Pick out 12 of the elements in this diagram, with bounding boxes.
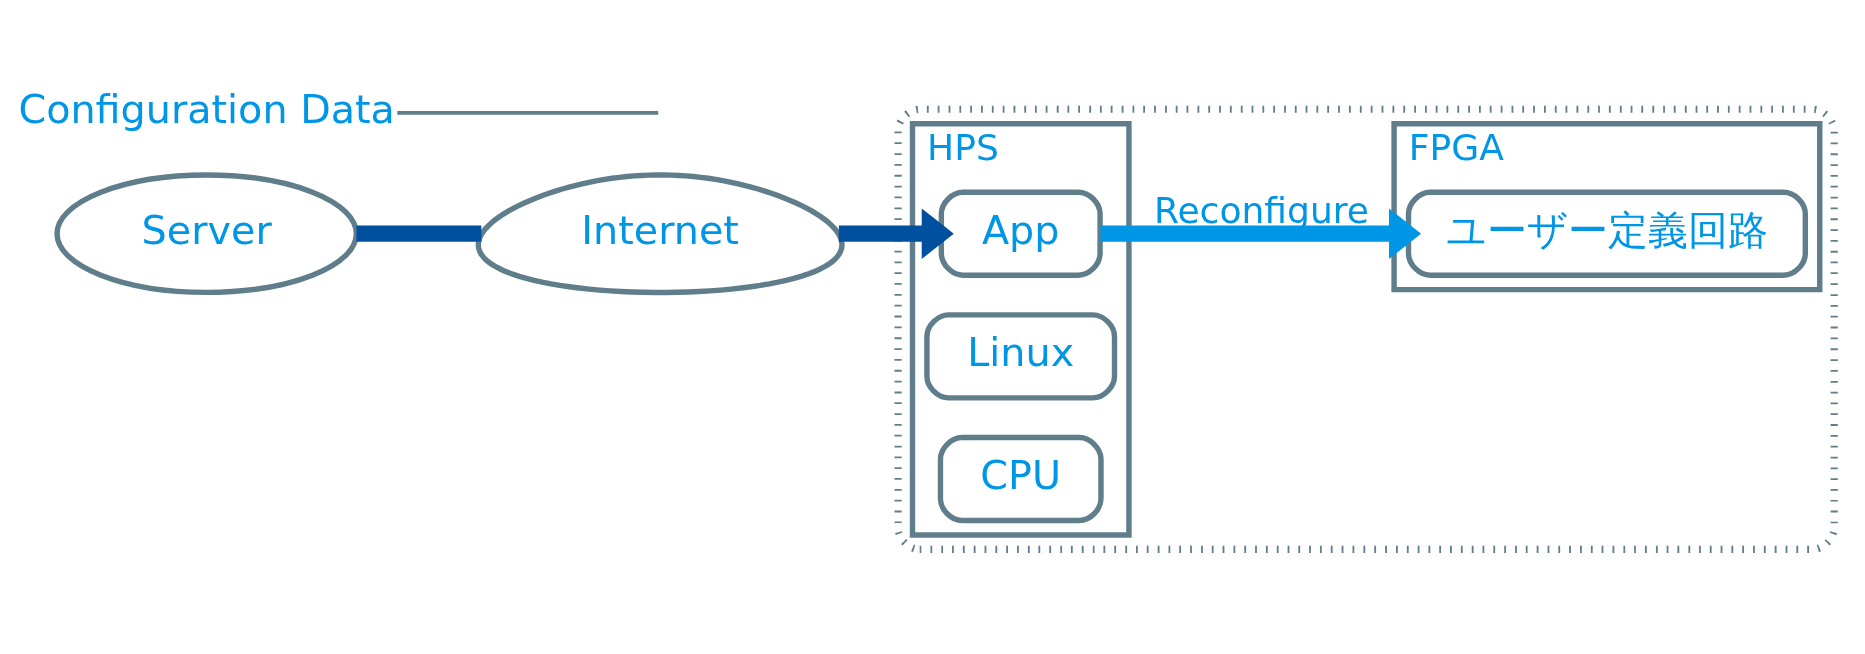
edge-label: Reconfigure [1153, 189, 1370, 232]
connector [397, 110, 659, 115]
connector [356, 225, 482, 242]
node-text: Configuration Data [18, 85, 395, 132]
node-ellipse: Server [54, 171, 360, 295]
arrow [838, 207, 954, 259]
node-box: ユーザー定義回路 [1405, 189, 1809, 278]
node-box: CPU [937, 434, 1104, 523]
arrow [1100, 207, 1422, 259]
cluster [894, 105, 1838, 553]
node-box: App [938, 189, 1103, 278]
node-box: Linux [924, 311, 1118, 401]
